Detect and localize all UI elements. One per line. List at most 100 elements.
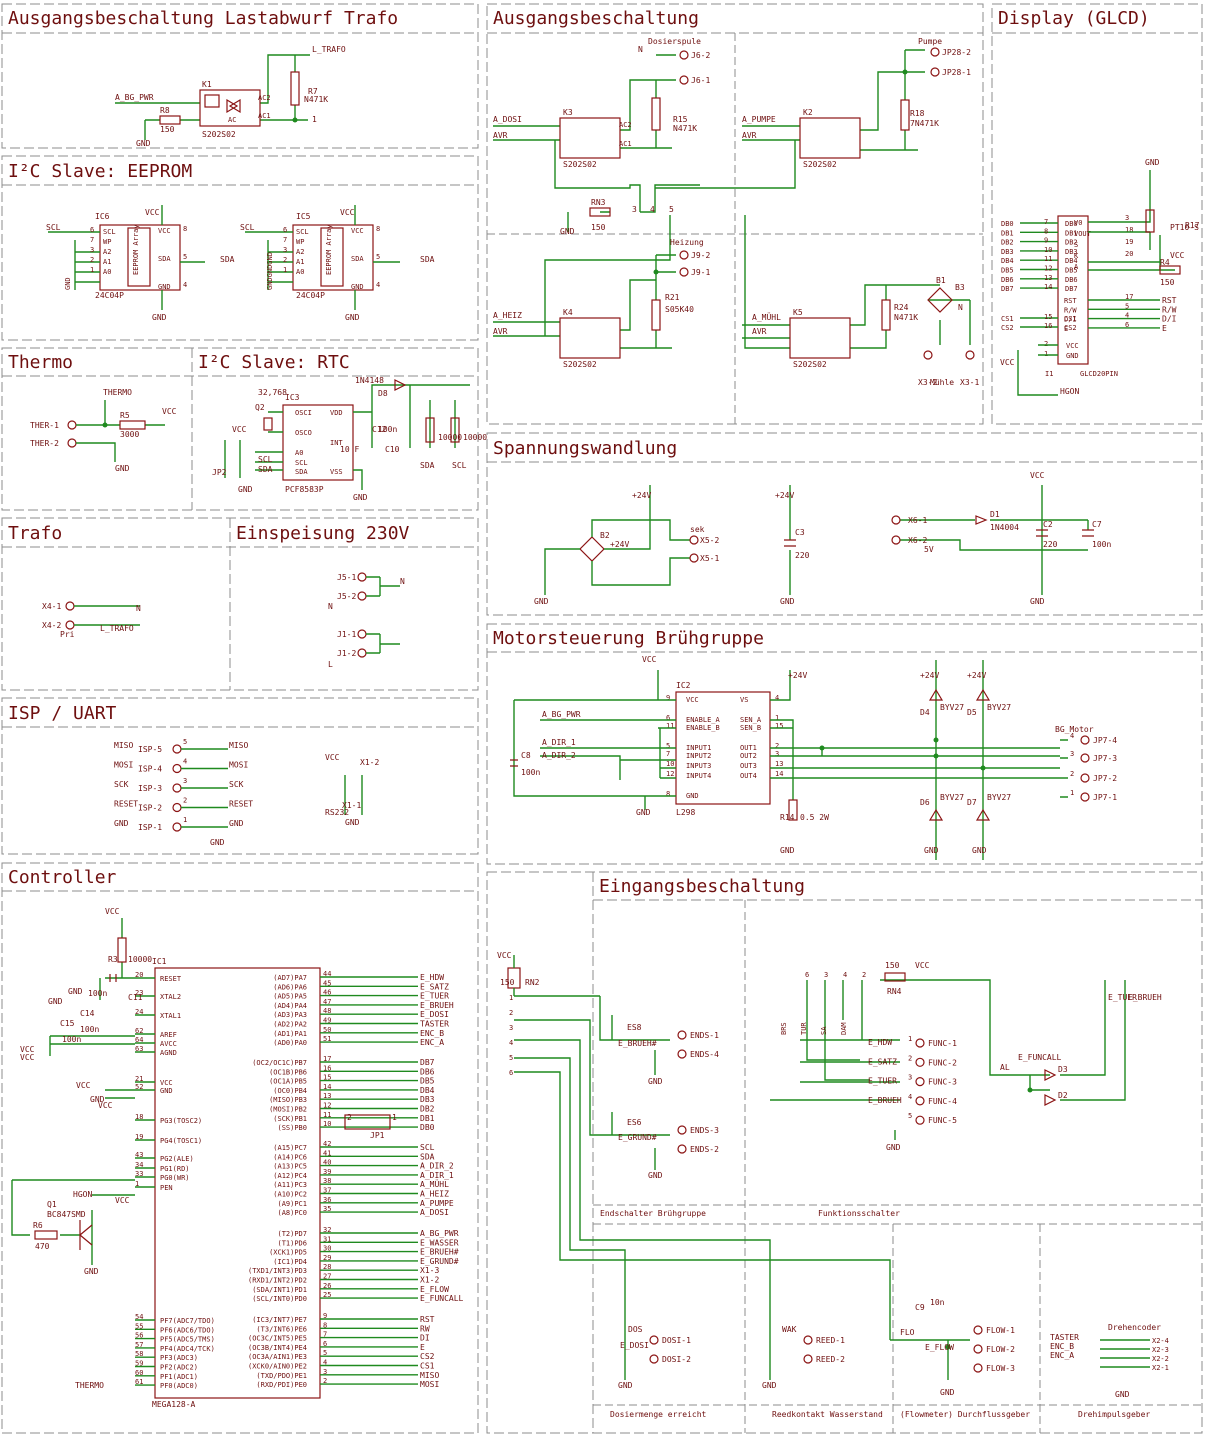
eeprom-sda-1: SDA [220,255,235,264]
ic1-pin-num: 52 [135,1083,143,1091]
ic1-port-net: E_SATZ [420,982,449,991]
glcd-db-pin: 12 [1044,265,1052,273]
ic1-port-pin: (OC1B)PB6 [269,1068,307,1076]
l298-pin-rnum: 14 [775,770,783,778]
d2-label: D2 [1058,1091,1068,1100]
glcd-right-pin: 20 [1125,250,1133,258]
rtc-pin-right: VDD [330,409,343,417]
eeprom-pin-num: 3 [283,246,287,254]
funcall-net: E_FUNCALL [1018,1053,1062,1062]
ic1-port-num: 32 [323,1226,331,1234]
es6-label: ES6 [627,1118,642,1127]
ic1-port-num: 3 [323,1368,327,1376]
motor-section: VCC9ENABLE_A6ENABLE_B11INPUT15INPUT27INP… [510,655,1117,860]
muehle-label: Mühle [930,378,954,387]
x4-2-pad [65,620,75,630]
func-switch-label: DAM [840,1022,848,1035]
jp7-label: JP7-2 [1093,774,1117,783]
ic5-type: 24C04P [296,291,325,300]
j5-2-label: J5-2 [337,592,356,601]
rtc-sda: SDA [258,465,273,474]
ic1-port-pin: (T1)PD6 [277,1239,307,1247]
ic1-port-pin: (AD0)PA0 [273,1039,307,1047]
l298-pin-left: ENABLE_A [686,716,721,724]
q2-value: 32,768 [258,388,287,397]
glcd-ctl-pin: 4 [1125,312,1129,320]
ic1-pin-f: PF2(ADC2) [160,1364,198,1372]
x1-2-label: X1-2 [360,758,379,767]
motor-gnd-3: GND [924,846,939,855]
dosi-label: DOSI-2 [662,1355,691,1364]
reed-pad [803,1354,813,1364]
sub-funktion: Funktionsschalter [818,1209,900,1218]
x5-2-pad [689,535,699,545]
l298-pin-left: VCC [686,696,699,704]
eingang-gnd-6: GND [940,1388,955,1397]
d6-type: BYV27 [940,793,964,802]
net-a-bg-pwr: A_BG_PWR [115,93,154,102]
glcd-right-inner: VOUT [1074,230,1092,238]
k2-relay [799,117,861,159]
r24-type: N471K [894,313,918,322]
c15-value: 100n [62,1035,81,1044]
rtc-pin-left: OSCO [295,429,312,437]
glcd-vcc-pin: 2 [1044,340,1048,348]
glcd-ctl-inner: R/W [1064,306,1077,314]
l298-pin-right: SEN_B [740,724,761,732]
l298-pin-num: 7 [666,750,670,758]
k3-type: S202S02 [563,160,597,169]
ic1-port-num: 14 [323,1083,331,1091]
reed-label: REED-1 [816,1336,845,1345]
display-part: GLCD20PIN [1080,370,1118,378]
r15-type: N471K [673,124,697,133]
isp-net-left: MISO [114,741,133,750]
c8-label: C8 [521,751,531,760]
jp7-label: JP7-4 [1093,736,1117,745]
glcd-cs-inner: CS1 [1064,315,1077,323]
ic1-port-num: 27 [323,1273,331,1281]
d6-label: D6 [920,798,930,807]
e-dosi-net: E_DOSI [620,1341,649,1350]
l298-pin-right: OUT2 [740,752,757,760]
ic6-vcc: VCC [145,208,160,217]
k2-label: K2 [803,108,813,117]
ic1-pin-fnum: 58 [135,1350,143,1358]
ic1-port-net: DB5 [420,1077,435,1086]
ic1-port-pin: (T2)PD7 [277,1230,307,1238]
eingang-gnd-5: GND [762,1381,777,1390]
isp-pad [172,802,182,813]
ic2-type: L298 [676,808,695,817]
rtc-scl: SCL [258,455,273,464]
al-label: AL [1000,1063,1010,1072]
r6-resistor [34,1230,58,1240]
jp2-label: JP2 [212,468,227,477]
jp28-1-label: JP28-1 [942,68,971,77]
isp-pin-num: 1 [183,816,187,824]
rn2-pin-num: 3 [509,1024,513,1032]
ic1-pin-f: PF4(ADC4/TCK) [160,1345,215,1353]
isp-net-left: GND [114,819,129,828]
glcd-ctl-net: E [1162,324,1167,333]
c2-label: C2 [1043,520,1053,529]
isp-net-left: MOSI [114,761,133,770]
ic1-port-pin: (MOSI)PB2 [269,1106,307,1114]
rn3-pin3: 3 [632,205,637,214]
l298-pin-num: 9 [666,694,670,702]
ic1-port-net: ENC_A [420,1038,444,1047]
ic1-port-num: 10 [323,1120,331,1128]
glcd-ctl-net: RST [1162,296,1177,305]
rn3-pin5: 5 [669,205,674,214]
e-tuer-net: E_TUER [1108,993,1137,1002]
k3-label: K3 [563,108,573,117]
title-lastabwurf: Ausgangsbeschaltung Lastabwurf Trafo [8,8,398,29]
eeprom-pin-rnum: 8 [183,225,187,233]
c2-cap [1036,529,1048,537]
ic1-port-net: A_DOSI [420,1208,449,1217]
ic1-port-num: 49 [323,1017,331,1025]
eingang-section: ENDS-1ENDS-4ENDS-3ENDS-2FUNC-11FUNC-22FU… [497,951,1169,1399]
r5-label: R5 [120,411,130,420]
eingang-gnd-1: GND [648,1077,663,1086]
ic1-port-pin: (A13)PC5 [273,1163,307,1171]
ic1-pin-left: VCC [160,1079,173,1087]
p24-1: +24V [632,491,651,500]
